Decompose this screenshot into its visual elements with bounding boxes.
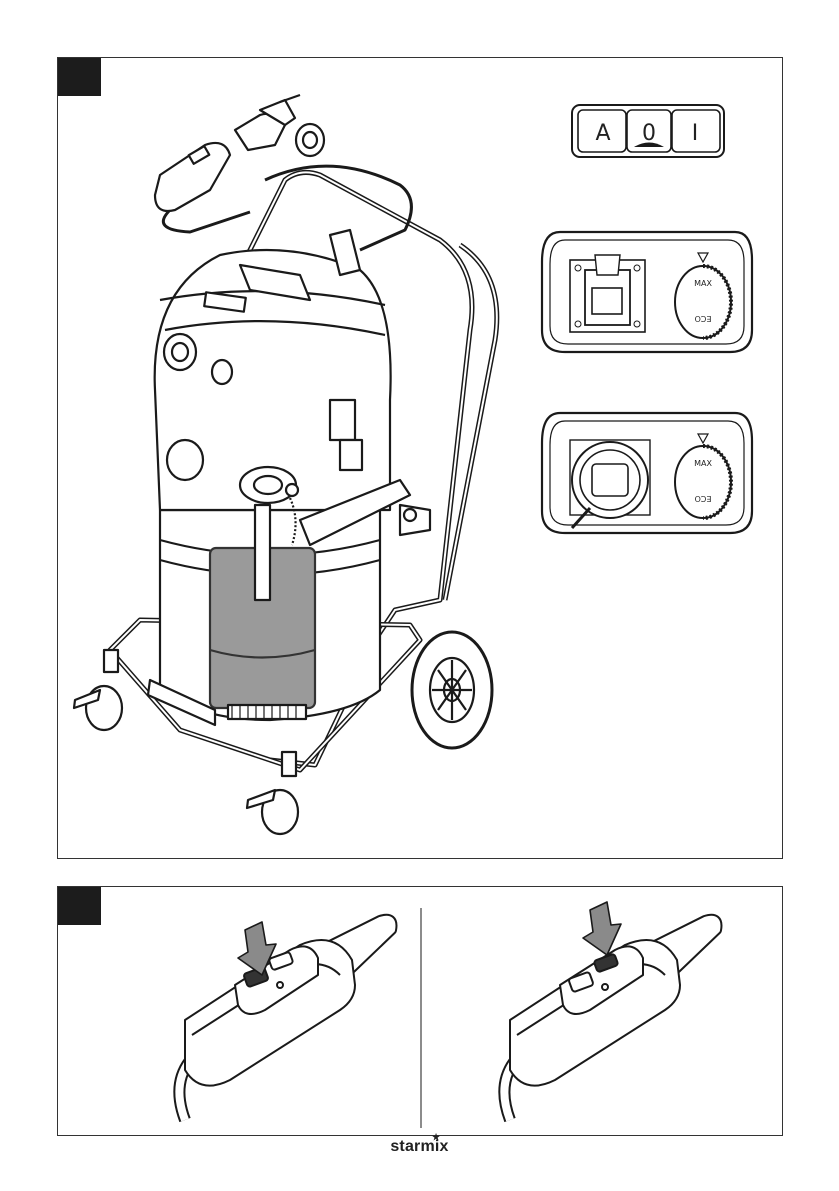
castor-front-right	[247, 752, 298, 834]
control-panel-socket-closed: MAX ECO	[542, 232, 752, 352]
mode-switch-panel: A 0 I	[572, 105, 724, 157]
vacuum-cleaner-illustration	[74, 95, 497, 834]
dial-eco-label-2: ECO	[695, 494, 712, 503]
starmix-logo: ★ starmix	[0, 1138, 839, 1156]
switch-position-automatic: A	[595, 121, 610, 146]
castor-front-left	[74, 650, 122, 730]
prcd-test-step-left	[179, 919, 392, 1120]
switch-position-on: I	[692, 121, 699, 146]
logo-star-icon: ★	[432, 1132, 440, 1143]
dial-max-label-2: MAX	[694, 459, 712, 468]
large-wheel	[412, 632, 492, 748]
control-panel-plug-inserted: MAX ECO	[542, 413, 752, 533]
prcd-plug	[155, 95, 324, 211]
dial-max-label: MAX	[694, 279, 712, 288]
dial-eco-label: ECO	[695, 314, 712, 323]
prcd-test-step-right	[504, 902, 717, 1120]
switch-position-off: 0	[642, 121, 656, 146]
